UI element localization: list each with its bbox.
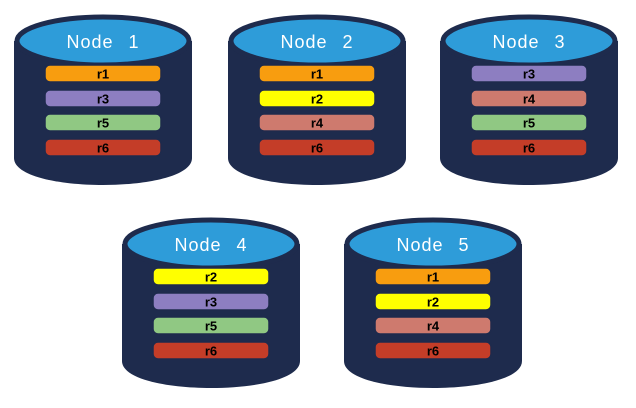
replica-bar-label: r4	[311, 116, 324, 131]
replica-bar-label: r1	[427, 270, 439, 285]
replica-bar-label: r6	[97, 141, 109, 156]
replica-bar	[374, 316, 492, 335]
replica-bar	[258, 138, 376, 157]
replica-bar	[258, 89, 376, 108]
replica-bar-label: r3	[523, 67, 535, 82]
replica-bar	[44, 89, 162, 108]
replica-bar	[470, 138, 588, 157]
replica-bar	[44, 64, 162, 83]
node-title: Node 4	[174, 235, 247, 255]
node-3: Node 3 r3 r4 r5 r6	[440, 14, 618, 185]
replica-bar	[470, 89, 588, 108]
replica-bar-label: r2	[311, 92, 323, 107]
replica-bar	[152, 341, 270, 360]
replica-bar-label: r2	[205, 270, 217, 285]
replica-bar-label: r5	[523, 116, 535, 131]
node-4: Node 4 r2 r3 r5 r6	[122, 217, 300, 388]
replica-bar-label: r2	[427, 295, 439, 310]
replica-bar	[152, 292, 270, 311]
replica-bar	[470, 64, 588, 83]
replica-bar-label: r6	[427, 344, 439, 359]
replica-bar	[44, 138, 162, 157]
replica-bar-label: r6	[523, 141, 535, 156]
replica-bar	[152, 316, 270, 335]
replica-bar-label: r4	[427, 319, 440, 334]
node-title: Node 5	[396, 235, 469, 255]
node-title: Node 3	[492, 32, 565, 52]
replica-bar	[258, 113, 376, 132]
replica-bar-label: r1	[311, 67, 323, 82]
node-title: Node 1	[66, 32, 139, 52]
replica-bar	[470, 113, 588, 132]
replica-bar-label: r4	[523, 92, 536, 107]
replica-bar-label: r1	[97, 67, 109, 82]
replica-bar	[374, 267, 492, 286]
node-title: Node 2	[280, 32, 353, 52]
replica-bar	[44, 113, 162, 132]
replica-bar-label: r6	[311, 141, 323, 156]
node-1: Node 1 r1 r3 r5 r6	[14, 14, 192, 185]
replica-bar	[152, 267, 270, 286]
replica-bar	[258, 64, 376, 83]
node-2: Node 2 r1 r2 r4 r6	[228, 14, 406, 185]
replica-bar	[374, 341, 492, 360]
replica-bar-label: r3	[97, 92, 109, 107]
replica-bar	[374, 292, 492, 311]
replica-bar-label: r6	[205, 344, 217, 359]
replica-bar-label: r3	[205, 295, 217, 310]
replica-bar-label: r5	[97, 116, 109, 131]
node-5: Node 5 r1 r2 r4 r6	[344, 217, 522, 388]
replica-bar-label: r5	[205, 319, 217, 334]
